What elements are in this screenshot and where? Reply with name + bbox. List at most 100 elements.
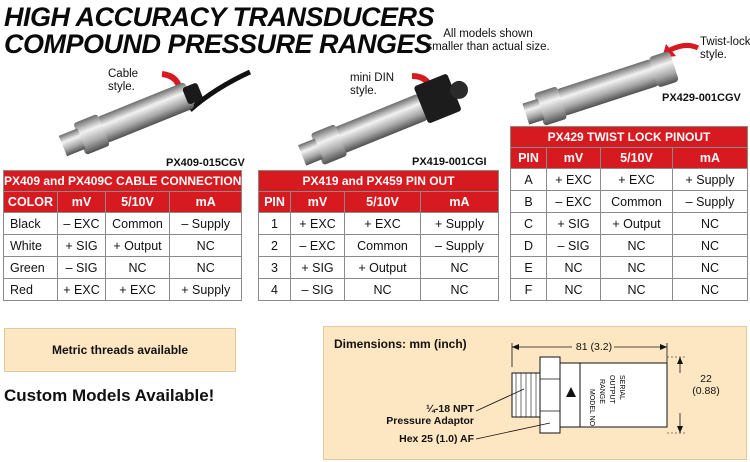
svg-text:SERIAL: SERIAL <box>618 375 625 400</box>
px409-header-color: COLOR <box>3 191 58 213</box>
px409-cell: Black <box>3 212 58 235</box>
px409-cell: NC <box>105 256 170 279</box>
hex-callout: Hex 25 (1.0) AF <box>399 433 474 445</box>
table-row: 3 + SIG + Output NC <box>258 256 499 279</box>
px419-header-5-10v: 5/10V <box>344 191 421 213</box>
px429-cell: + Output <box>600 212 673 235</box>
svg-text:OUTPUT: OUTPUT <box>608 375 615 405</box>
px429-cell: + EXC <box>600 168 673 191</box>
twist-lock-note-line-1: Twist-lock <box>700 36 750 48</box>
px429-cell: NC <box>672 278 748 301</box>
table-row: A + EXC + EXC + Supply <box>510 168 748 191</box>
px429-cell: D <box>510 234 547 257</box>
px409-cell: NC <box>168 256 243 279</box>
table-row: D – SIG NC NC <box>510 234 748 257</box>
px429-cell: B <box>510 190 547 213</box>
dimension-drawing: MODEL NO. RANGE OUTPUT SERIAL <box>475 343 686 440</box>
px419-cell: NC <box>344 278 421 301</box>
table-row: 1 + EXC + EXC + Supply <box>258 212 499 235</box>
px429-cell: – SIG <box>546 234 601 257</box>
px409-product-image <box>58 69 252 157</box>
px409-table-caption: PX409 and PX409C CABLE CONNECTION <box>2 170 243 192</box>
px419-header-pin: PIN <box>258 191 291 213</box>
table-row: 2 – EXC Common – Supply <box>258 234 499 257</box>
px419-cell: 1 <box>258 212 291 235</box>
cable-note-line-1: Cable <box>108 68 139 80</box>
table-row: F NC NC NC <box>510 278 748 301</box>
px419-cell: + EXC <box>290 212 345 235</box>
px419-cell: + EXC <box>344 212 421 235</box>
px429-header-pin: PIN <box>510 147 547 169</box>
table-row: Red + EXC + EXC + Supply <box>3 278 243 301</box>
px429-model-label: PX429-001CGV <box>662 92 741 104</box>
diameter-line-2: (0.88) <box>692 385 720 397</box>
npt-line-2: Pressure Adaptor <box>386 415 474 427</box>
table-row: Black – EXC Common – Supply <box>3 212 243 235</box>
px429-header-ma: mA <box>672 147 748 169</box>
px409-header-ma: mA <box>168 191 243 213</box>
svg-text:MODEL NO.: MODEL NO. <box>588 389 595 428</box>
px419-model-label: PX419-001CGI <box>412 156 487 168</box>
twist-lock-note: Twist-lock style. <box>700 36 750 62</box>
px409-cell: – SIG <box>57 256 106 279</box>
table-row: 4 – SIG NC NC <box>258 278 499 301</box>
px419-header-ma: mA <box>420 191 499 213</box>
px419-cell: + Supply <box>420 212 499 235</box>
px429-cell: NC <box>546 278 601 301</box>
px429-twist-lock-table: PX429 TWIST LOCK PINOUT PIN mV 5/10V mA … <box>510 126 748 301</box>
px409-cell: NC <box>168 234 243 257</box>
px429-product-image <box>522 42 700 126</box>
px409-cell: – EXC <box>57 212 106 235</box>
px429-cell: C <box>510 212 547 235</box>
px419-cell: NC <box>420 278 499 301</box>
size-note: All models shown smaller than actual siz… <box>408 28 568 54</box>
px419-cell: 3 <box>258 256 291 279</box>
dimensions-title: Dimensions: mm (inch) <box>334 337 467 351</box>
px429-cell: + Supply <box>672 168 748 191</box>
px409-cell: Green <box>3 256 58 279</box>
px429-cell: + SIG <box>546 212 601 235</box>
px429-cell: A <box>510 168 547 191</box>
px409-cell: + SIG <box>57 234 106 257</box>
px419-cell: + Output <box>344 256 421 279</box>
px429-cell: NC <box>672 256 748 279</box>
px409-cell: Common <box>105 212 170 235</box>
px409-cell: + EXC <box>105 278 170 301</box>
table-row: White + SIG + Output NC <box>3 234 243 257</box>
px429-cell: Common <box>600 190 673 213</box>
svg-text:RANGE: RANGE <box>598 379 605 404</box>
px419-cell: + SIG <box>290 256 345 279</box>
px429-cell: F <box>510 278 547 301</box>
px419-cell: – EXC <box>290 234 345 257</box>
headline-line-2: COMPOUND PRESSURE RANGES <box>4 29 432 59</box>
px409-cell: + Output <box>105 234 170 257</box>
mini-din-note: mini DIN style. <box>350 72 410 98</box>
twist-lock-note-line-2: style. <box>700 49 727 61</box>
px419-cell: 2 <box>258 234 291 257</box>
table-row: Green – SIG NC NC <box>3 256 243 279</box>
diameter-line-1: 22 <box>700 373 712 385</box>
px429-header-mv: mV <box>546 147 601 169</box>
px429-cell: – EXC <box>546 190 601 213</box>
px429-cell: NC <box>600 256 673 279</box>
table-row: C + SIG + Output NC <box>510 212 748 235</box>
px419-cell: – Supply <box>420 234 499 257</box>
headline-line-1: HIGH ACCURACY TRANSDUCERS <box>4 2 435 32</box>
cable-note-line-2: style. <box>108 81 135 93</box>
px409-cell: + Supply <box>168 278 243 301</box>
length-dimension: 81 (3.2) <box>575 341 613 353</box>
px409-cell: White <box>3 234 58 257</box>
px429-cell: NC <box>600 234 673 257</box>
px429-cell: NC <box>672 212 748 235</box>
table-row: E NC NC NC <box>510 256 748 279</box>
diameter-dimension: 22 (0.88) <box>684 373 728 397</box>
metric-threads-text: Metric threads available <box>51 343 189 357</box>
px419-cell: 4 <box>258 278 291 301</box>
px429-header-5-10v: 5/10V <box>600 147 673 169</box>
custom-models-heading: Custom Models Available! <box>4 386 215 405</box>
px429-table-caption: PX429 TWIST LOCK PINOUT <box>510 126 748 148</box>
px419-product-image <box>297 73 468 166</box>
px429-cell: E <box>510 256 547 279</box>
metric-threads-box: Metric threads available <box>4 328 236 372</box>
px409-cell: Red <box>3 278 58 301</box>
